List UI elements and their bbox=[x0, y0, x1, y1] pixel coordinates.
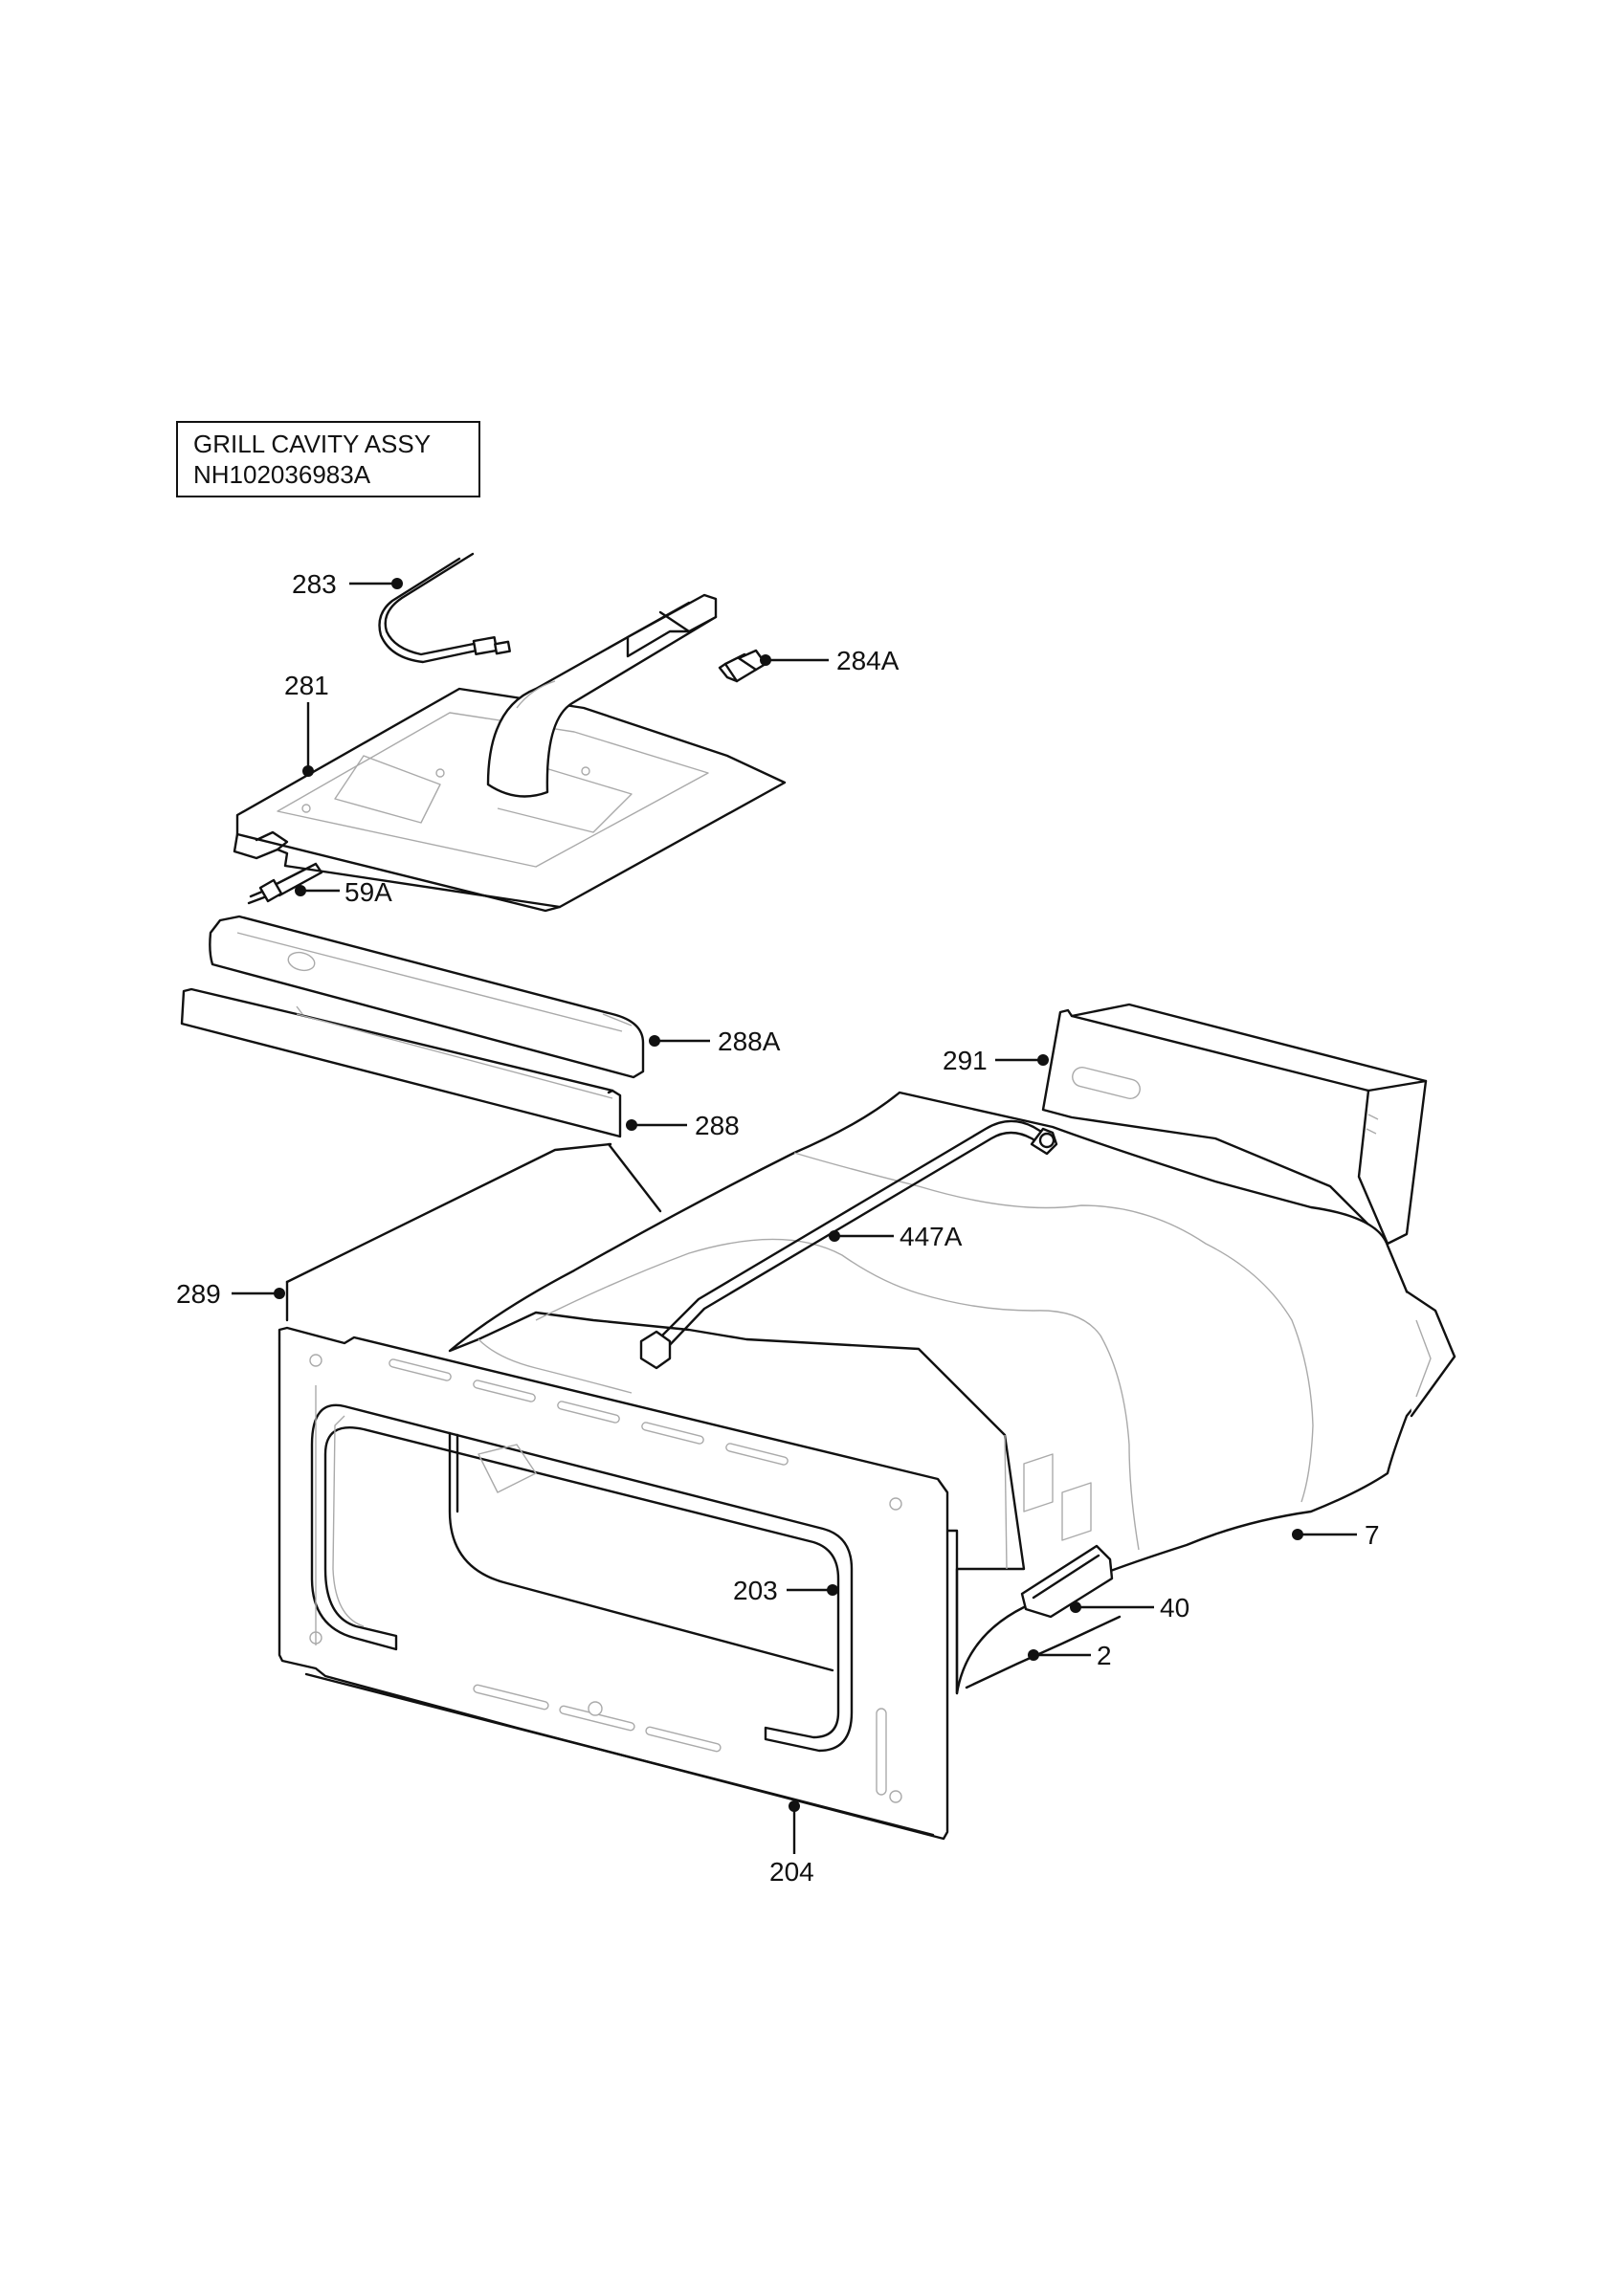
frame-slots-top bbox=[389, 1358, 789, 1466]
part-288A-trim-bar bbox=[209, 915, 645, 1079]
callout-283: 283 bbox=[292, 569, 337, 599]
callout-281: 281 bbox=[284, 671, 329, 700]
callout-289: 289 bbox=[176, 1279, 221, 1309]
callout-40: 40 bbox=[1160, 1593, 1189, 1623]
part-281-grill-plate bbox=[233, 593, 787, 913]
callout-labels: 283 284A 281 59A 288A 291 288 447A 289 7… bbox=[176, 569, 1380, 1887]
callout-7: 7 bbox=[1365, 1520, 1380, 1550]
part-59A-screw bbox=[247, 862, 323, 905]
part-283-wire bbox=[378, 552, 511, 664]
callout-203: 203 bbox=[733, 1576, 778, 1605]
part-288-trim-strip bbox=[180, 987, 622, 1138]
callout-291: 291 bbox=[943, 1046, 988, 1075]
part-447A-tube bbox=[639, 1119, 1058, 1370]
part-284A-connector bbox=[718, 649, 767, 683]
part-2-base bbox=[965, 1615, 1122, 1689]
callout-leaders bbox=[232, 578, 1357, 1854]
frame-slots-bottom bbox=[473, 1684, 722, 1753]
callout-2: 2 bbox=[1097, 1641, 1112, 1670]
callout-204: 204 bbox=[769, 1857, 814, 1887]
callout-288: 288 bbox=[695, 1111, 740, 1140]
part-40-bracket bbox=[1020, 1544, 1114, 1619]
assembly-part-number: NH102036983A bbox=[193, 460, 371, 489]
callout-288A: 288A bbox=[718, 1027, 781, 1056]
part-204-front-frame bbox=[278, 1326, 949, 1841]
callout-447A: 447A bbox=[900, 1222, 963, 1251]
callout-59A: 59A bbox=[344, 877, 392, 907]
title-box: GRILL CAVITY ASSY NH102036983A bbox=[176, 421, 480, 497]
assembly-name: GRILL CAVITY ASSY bbox=[193, 430, 432, 458]
part-291-rear-duct bbox=[1041, 1003, 1428, 1246]
callout-284A: 284A bbox=[836, 646, 900, 675]
